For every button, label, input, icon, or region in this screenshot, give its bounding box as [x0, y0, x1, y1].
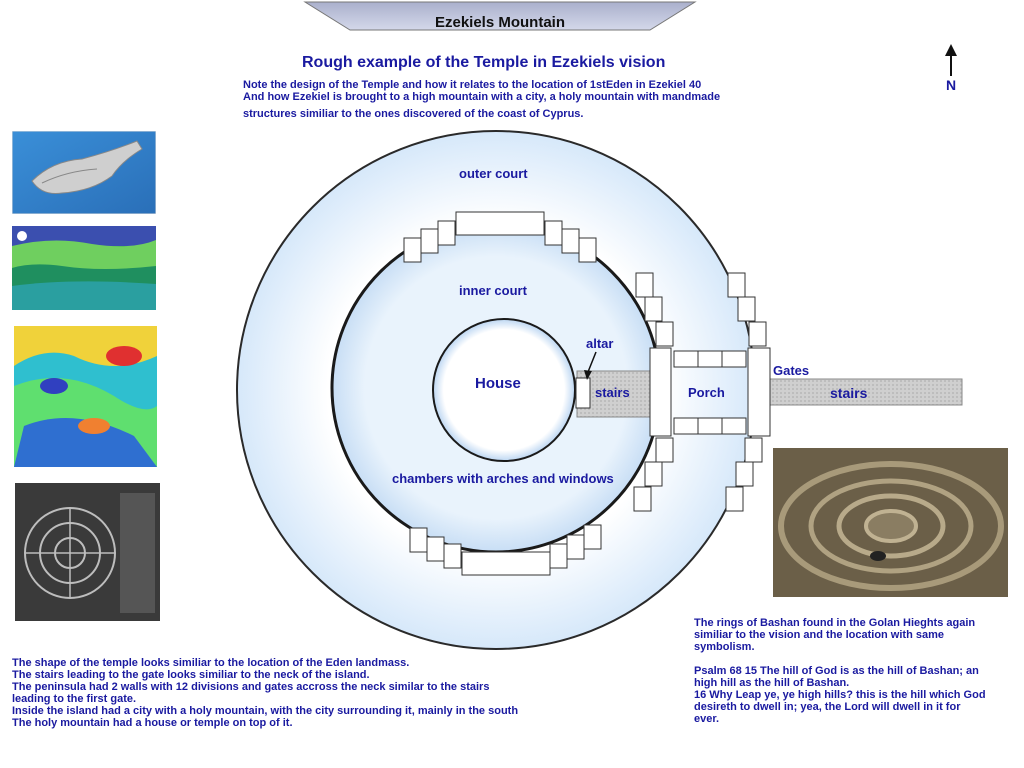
bottom-right-line-3: symbolism.: [694, 641, 755, 653]
bottom-right-line-6: high hill as the hill of Bashan.: [694, 677, 850, 689]
bathymetry-color-image: [14, 326, 157, 467]
altar-label: altar: [586, 336, 614, 351]
compass-label: N: [946, 77, 957, 93]
sonar-rings-image: [15, 483, 160, 621]
note-line-3: structures similiar to the ones discover…: [243, 108, 584, 120]
chambers-label: chambers with arches and windows: [392, 471, 614, 486]
stairs-inner-label: stairs: [595, 385, 630, 400]
gate-structure: [403, 211, 771, 576]
bottom-left-line-6: The holy mountain had a house or temple …: [12, 717, 293, 729]
stairs-outer-label: stairs: [830, 385, 868, 401]
bottom-right-line-5: Psalm 68 15 The hill of God is as the hi…: [694, 665, 979, 677]
banner-title: Ezekiels Mountain: [434, 14, 566, 31]
bottom-left-line-4: leading to the first gate.: [12, 693, 137, 705]
seafloor-relief-image: [12, 226, 156, 310]
bottom-left-line-5: Inside the island had a city with a holy…: [12, 705, 519, 717]
bottom-right-line-8: desireth to dwell in; yea, the Lord will…: [694, 701, 961, 713]
bottom-left-line-1: The shape of the temple looks similiar t…: [12, 657, 410, 669]
page-heading: Rough example of the Temple in Ezekiels …: [302, 54, 666, 71]
house-circle: [432, 318, 576, 462]
porch-label: Porch: [688, 385, 725, 400]
house-label: House: [475, 375, 521, 392]
bottom-left-line-2: The stairs leading to the gate looks sim…: [12, 669, 370, 681]
bottom-right-line-2: similiar to the vision and the location …: [694, 629, 944, 641]
rings-of-bashan-photo: [773, 448, 1008, 597]
bottom-right-text: The rings of Bashan found in the Golan H…: [694, 617, 1019, 725]
bottom-right-line-9: ever.: [694, 713, 720, 725]
note-line-1: Note the design of the Temple and how it…: [243, 79, 702, 91]
altar-block: [575, 377, 591, 409]
bottom-left-text: The shape of the temple looks similiar t…: [12, 657, 632, 729]
cyprus-map-image: [12, 131, 156, 214]
inner-court-label: inner court: [459, 283, 527, 298]
gates-label: Gates: [773, 363, 810, 378]
outer-court-label: outer court: [459, 166, 528, 181]
bottom-right-line-1: The rings of Bashan found in the Golan H…: [694, 617, 976, 629]
bottom-right-spacer: [694, 653, 1019, 665]
note-line-2: And how Ezekiel is brought to a high mou…: [243, 91, 721, 103]
bottom-left-line-3: The peninsula had 2 walls with 12 divisi…: [12, 681, 490, 693]
bottom-right-line-7: 16 Why Leap ye, ye high hills? this is t…: [694, 689, 986, 701]
